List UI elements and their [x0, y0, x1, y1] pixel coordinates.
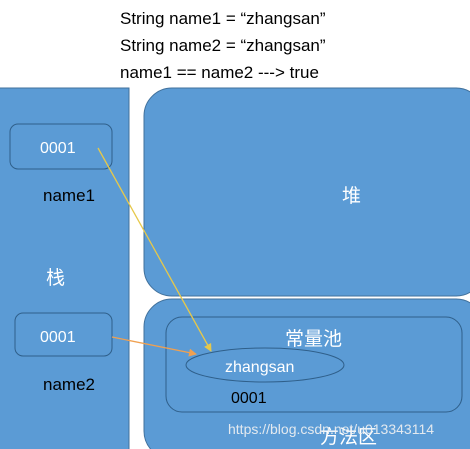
code-line-3: name1 == name2 ---> true — [120, 63, 319, 82]
heap-label: 堆 — [342, 185, 361, 207]
method-area-label: 方法区 — [320, 426, 377, 448]
stack-var2-name: name2 — [43, 375, 95, 394]
stack-var2-box — [14, 312, 113, 357]
stack-var1-box — [9, 123, 113, 170]
string-value-ellipse — [185, 347, 345, 383]
constant-pool-label: 常量池 — [285, 328, 342, 350]
stack-var1-address: 0001 — [40, 140, 76, 157]
code-line-1: String name1 = “zhangsan” — [120, 9, 326, 28]
reference-arrow-name1 — [97, 147, 212, 352]
reference-arrow-name2 — [111, 336, 197, 357]
string-value: zhangsan — [225, 359, 294, 376]
watermark: https://blog.csdn.net/u013343114 — [228, 421, 435, 437]
stack-var1-name: name1 — [43, 186, 95, 205]
stack-var2-address: 0001 — [40, 329, 76, 346]
heap-region — [143, 87, 470, 297]
constant-pool-address: 0001 — [231, 390, 267, 407]
code-line-2: String name2 = “zhangsan” — [120, 36, 326, 55]
stack-label: 栈 — [46, 267, 65, 289]
